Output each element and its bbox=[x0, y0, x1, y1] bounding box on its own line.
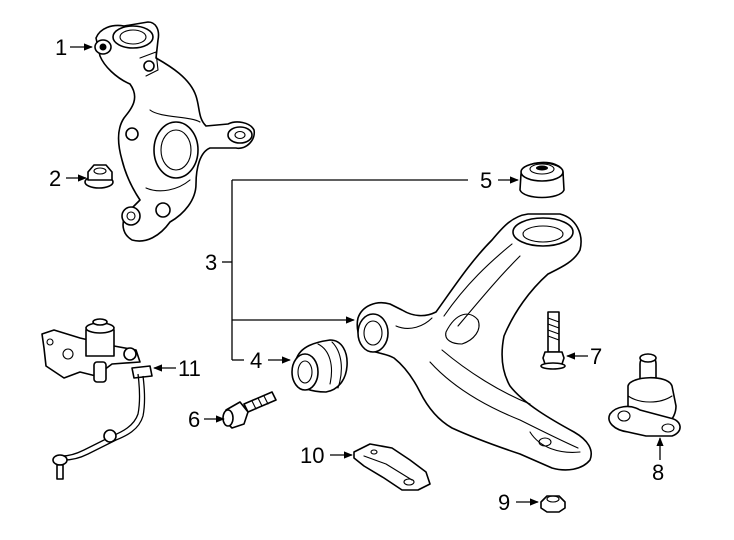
upper-bushing bbox=[519, 161, 565, 199]
lower-control-arm bbox=[356, 213, 592, 471]
lock-nut bbox=[540, 495, 566, 513]
callout-2: 2 bbox=[49, 166, 61, 191]
callout-5: 5 bbox=[480, 168, 492, 193]
leader-lines bbox=[66, 43, 664, 506]
pinch-bolt bbox=[540, 311, 566, 370]
steering-knuckle bbox=[94, 21, 256, 242]
callout-9: 9 bbox=[498, 490, 510, 515]
callout-4: 4 bbox=[250, 348, 262, 373]
callout-11: 11 bbox=[178, 356, 201, 381]
group-3-bracket bbox=[222, 179, 468, 361]
callout-8: 8 bbox=[652, 460, 664, 485]
callout-10: 10 bbox=[300, 443, 324, 468]
splash-shield bbox=[353, 443, 431, 491]
front-bushing bbox=[291, 339, 348, 393]
ball-joint bbox=[608, 353, 681, 437]
mounting-bolt bbox=[222, 391, 277, 429]
callout-1: 1 bbox=[55, 35, 67, 60]
callout-7: 7 bbox=[590, 344, 602, 369]
flange-nut bbox=[84, 164, 114, 189]
height-sensor bbox=[41, 318, 153, 480]
callout-3: 3 bbox=[205, 250, 217, 275]
callout-6: 6 bbox=[188, 407, 200, 432]
callout-labels: 1 2 3 5 4 6 7 8 9 10 11 bbox=[49, 35, 664, 515]
